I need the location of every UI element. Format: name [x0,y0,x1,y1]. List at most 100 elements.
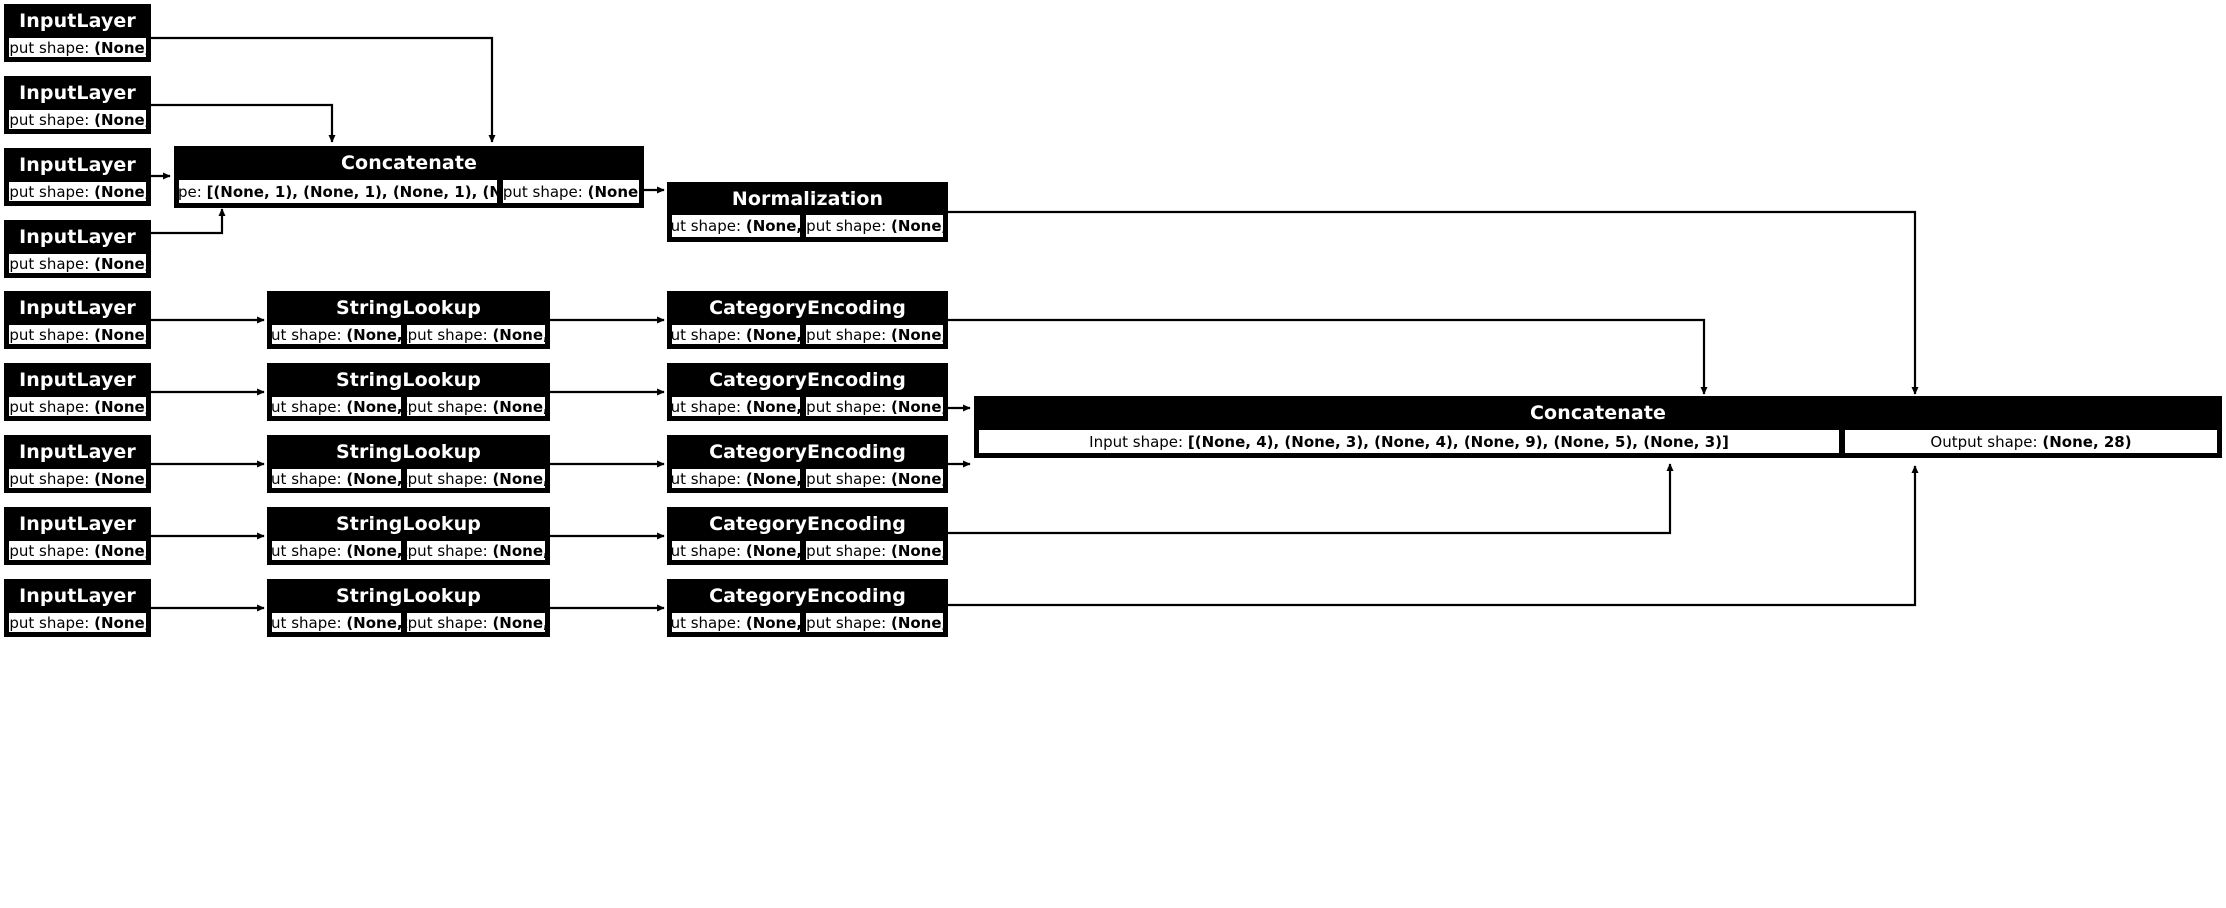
node-categoryencoding-1[interactable]: CategoryEncoding Input shape: (None, 1) … [667,291,948,349]
edge-cat5-concat2 [948,465,1919,607]
edge-cat4-concat2 [948,463,1674,535]
input-shape-value: (None, 1) [745,469,802,488]
input-shape-value: (None, 1) [346,541,403,560]
output-shape-label: Output shape: [9,613,90,632]
output-shape-value: (None, 1) [94,182,148,201]
input-shape-label: Input shape: [670,469,742,488]
output-shape-cell: Output shape: (None, 1) [7,323,148,346]
output-shape-label: Output shape: [9,541,90,560]
node-concatenate-1[interactable]: Concatenate Input shape: [(None, 1), (No… [174,146,644,208]
output-shape-value: (None, 1) [492,397,547,416]
node-stringlookup-5[interactable]: StringLookup Input shape: (None, 1) Outp… [267,579,550,637]
node-input-6[interactable]: InputLayer Output shape: (None, 1) [4,363,151,421]
node-categoryencoding-2[interactable]: CategoryEncoding Input shape: (None, 1) … [667,363,948,421]
node-title: InputLayer [6,78,149,108]
node-title: CategoryEncoding [669,293,946,323]
input-shape-value: (None, 1) [346,325,403,344]
output-shape-label: Output shape: [407,613,488,632]
edge-cat1-concat2 [948,318,1708,395]
output-shape-value: (None, 1) [94,254,148,273]
output-shape-label: Output shape: [9,325,90,344]
node-stringlookup-1[interactable]: StringLookup Input shape: (None, 1) Outp… [267,291,550,349]
node-title: InputLayer [6,6,149,36]
output-shape-label: Output shape: [806,469,887,488]
node-body: Input shape: (None, 1) Output shape: (No… [269,467,548,491]
input-shape-label: Input shape: [271,613,342,632]
input-shape-label: Input shape: [1089,432,1184,451]
node-input-4[interactable]: InputLayer Output shape: (None, 1) [4,220,151,278]
node-title: StringLookup [269,437,548,467]
input-shape-cell: Input shape: (None, 1) [670,611,802,634]
node-body: Output shape: (None, 1) [6,539,149,563]
input-shape-cell: Input shape: (None, 1) [270,395,403,418]
input-shape-cell: Input shape: (None, 4) [670,213,802,239]
output-shape-cell: Output shape: (None, 1) [7,252,148,275]
input-shape-value: [(None, 4), (None, 3), (None, 4), (None,… [1187,432,1729,451]
output-shape-cell: Output shape: (None, 1) [7,180,148,203]
input-shape-cell: Input shape: (None, 1) [670,395,802,418]
node-title: Concatenate [176,148,642,178]
output-shape-cell: Output shape: (None, 1) [404,467,547,490]
output-shape-value: (None, 1) [94,325,148,344]
node-body: Input shape: [(None, 1), (None, 1), (Non… [176,178,642,206]
output-shape-label: Output shape: [407,469,488,488]
node-title: InputLayer [6,509,149,539]
input-shape-label: Input shape: [670,613,742,632]
output-shape-label: Output shape: [9,469,90,488]
output-shape-value: (None, 5) [890,541,945,560]
node-input-1[interactable]: InputLayer Output shape: (None, 1) [4,4,151,62]
node-input-2[interactable]: InputLayer Output shape: (None, 1) [4,76,151,134]
output-shape-label: Output shape: [9,182,90,201]
node-stringlookup-4[interactable]: StringLookup Input shape: (None, 1) Outp… [267,507,550,565]
input-shape-cell: Input shape: (None, 1) [670,467,802,490]
node-stringlookup-2[interactable]: StringLookup Input shape: (None, 1) Outp… [267,363,550,421]
input-shape-label: Input shape: [670,217,742,235]
node-title: InputLayer [6,222,149,252]
output-shape-label: Output shape: [407,541,488,560]
node-title: StringLookup [269,365,548,395]
node-input-5[interactable]: InputLayer Output shape: (None, 1) [4,291,151,349]
node-title: CategoryEncoding [669,581,946,611]
node-body: Output shape: (None, 1) [6,252,149,276]
input-shape-cell: Input shape: (None, 1) [670,539,802,562]
output-shape-value: (None, 4) [890,397,945,416]
node-stringlookup-3[interactable]: StringLookup Input shape: (None, 1) Outp… [267,435,550,493]
node-categoryencoding-4[interactable]: CategoryEncoding Input shape: (None, 1) … [667,507,948,565]
node-title: StringLookup [269,509,548,539]
node-title: StringLookup [269,293,548,323]
node-input-9[interactable]: InputLayer Output shape: (None, 1) [4,579,151,637]
input-shape-label: Input shape: [177,182,202,201]
node-body: Output shape: (None, 1) [6,323,149,347]
node-body: Output shape: (None, 1) [6,611,149,635]
input-shape-value: (None, 1) [346,613,403,632]
node-input-3[interactable]: InputLayer Output shape: (None, 1) [4,148,151,206]
output-shape-cell: Output shape: (None, 1) [7,539,148,562]
output-shape-cell: Output shape: (None, 4) [803,213,945,239]
output-shape-label: Output shape: [9,397,90,416]
node-concatenate-2[interactable]: Concatenate Input shape: [(None, 4), (No… [974,396,2222,458]
node-categoryencoding-3[interactable]: CategoryEncoding Input shape: (None, 1) … [667,435,948,493]
output-shape-cell: Output shape: (None, 4) [803,395,945,418]
output-shape-value: (None, 1) [94,110,148,129]
output-shape-cell: Output shape: (None, 1) [7,108,148,131]
node-title: StringLookup [269,581,548,611]
node-input-7[interactable]: InputLayer Output shape: (None, 1) [4,435,151,493]
output-shape-label: Output shape: [806,397,887,416]
input-shape-cell: Input shape: [(None, 4), (None, 3), (Non… [977,428,1841,455]
output-shape-label: Output shape: [9,38,90,57]
output-shape-value: (None, 9) [890,469,945,488]
node-normalization[interactable]: Normalization Input shape: (None, 4) Out… [667,182,948,242]
input-shape-value: (None, 1) [346,469,403,488]
output-shape-cell: Output shape: (None, 1) [7,467,148,490]
node-body: Output shape: (None, 1) [6,36,149,60]
output-shape-cell: Output shape: (None, 1) [404,539,547,562]
output-shape-label: Output shape: [1930,432,2038,451]
node-input-8[interactable]: InputLayer Output shape: (None, 1) [4,507,151,565]
output-shape-value: (None, 1) [94,38,148,57]
node-body: Input shape: (None, 1) Output shape: (No… [669,611,946,635]
node-categoryencoding-5[interactable]: CategoryEncoding Input shape: (None, 1) … [667,579,948,637]
node-title: Normalization [669,184,946,213]
output-shape-cell: Output shape: (None, 1) [404,611,547,634]
node-body: Input shape: (None, 1) Output shape: (No… [269,395,548,419]
input-shape-value: (None, 4) [745,217,802,235]
